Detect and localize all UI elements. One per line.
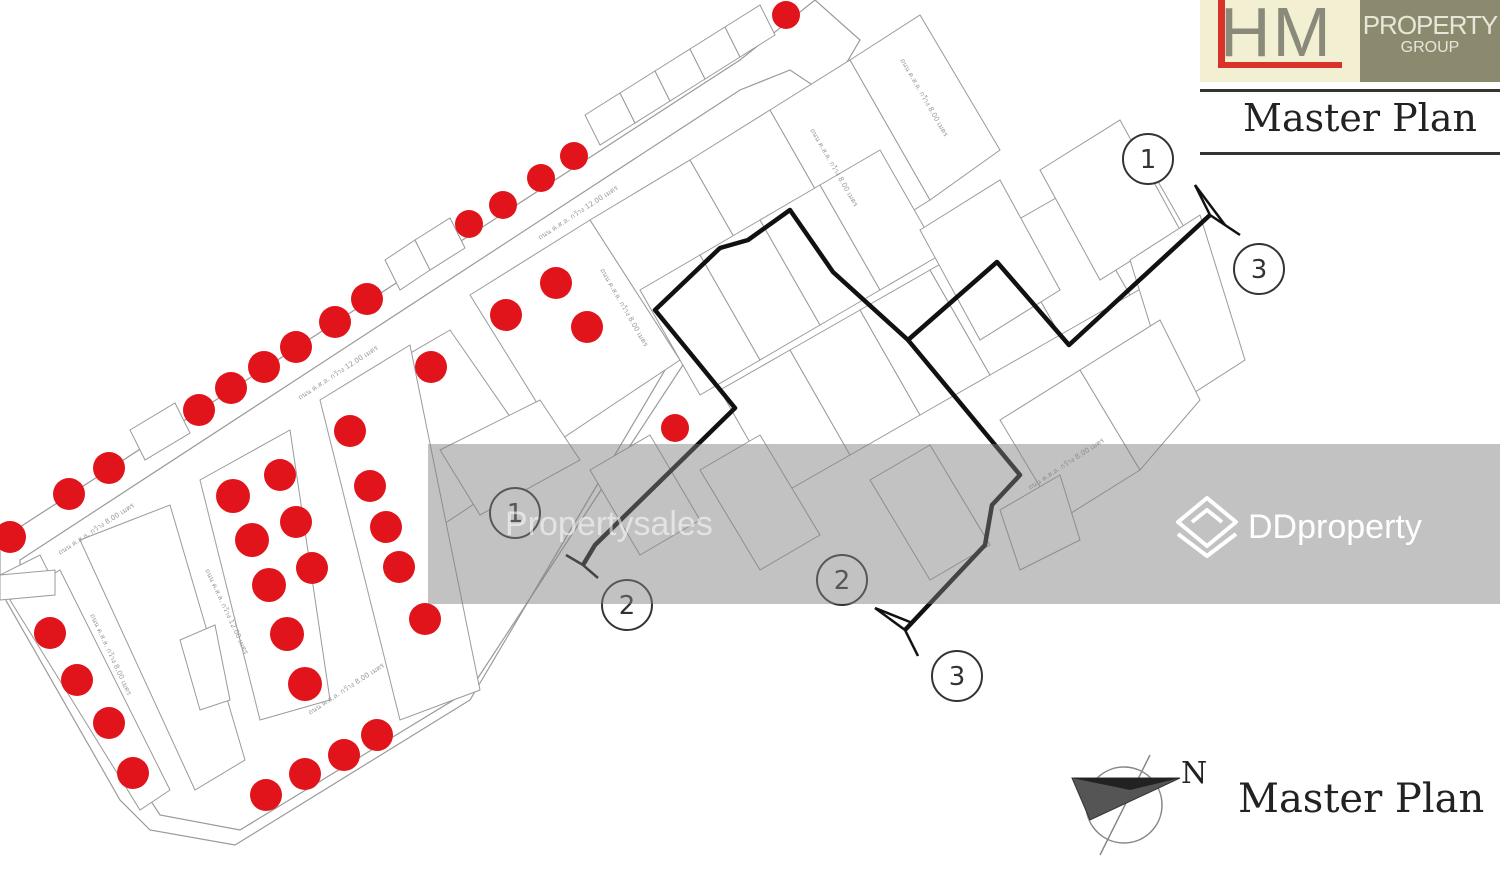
sold-dot <box>117 757 149 789</box>
sold-dot <box>34 617 66 649</box>
sold-dot <box>250 779 282 811</box>
watermark-band <box>428 444 1500 604</box>
arrow-head-icon <box>874 606 911 624</box>
watermark-left-text: Propertysales <box>505 505 713 543</box>
sold-dot <box>328 739 360 771</box>
sold-dot <box>280 506 312 538</box>
logo-group-text: GROUP <box>1400 39 1460 56</box>
sold-dot <box>215 372 247 404</box>
sold-dot <box>489 191 517 219</box>
sold-dot <box>361 719 393 751</box>
lhm-logo: HM PROPERTY GROUP <box>1200 0 1500 82</box>
sold-dot <box>383 551 415 583</box>
marker-1b-label: 1 <box>507 499 524 529</box>
sold-dot <box>183 394 215 426</box>
arrow-head-icon <box>1194 184 1226 226</box>
section-line-a <box>581 207 1212 567</box>
sold-dot <box>235 523 269 557</box>
header-title: Master Plan <box>1243 96 1477 140</box>
section-line-b <box>903 338 1023 632</box>
footer-title: Master Plan <box>1238 776 1485 822</box>
sold-dot <box>252 568 286 602</box>
sold-dot <box>571 311 603 343</box>
sold-dot <box>61 664 93 696</box>
sold-dot <box>415 351 447 383</box>
lot-row-north <box>0 4 776 606</box>
logo-hm-mark: HM <box>1200 0 1360 82</box>
north-label: N <box>1181 756 1208 791</box>
sold-dot <box>93 707 125 739</box>
header-rule-top <box>1200 89 1500 92</box>
plot-blocks-central <box>329 14 1246 581</box>
arrow-head-icon <box>1193 184 1241 237</box>
logo-hm-text: HM <box>1220 0 1333 71</box>
sold-dot <box>280 331 312 363</box>
sold-dot <box>455 210 483 238</box>
sold-dot <box>560 142 588 170</box>
section-markers: 1 3 1 2 2 3 <box>489 133 1285 702</box>
marker-2-label: 2 <box>619 591 636 621</box>
sold-dot <box>351 283 383 315</box>
sold-dot <box>527 164 555 192</box>
arrow-head-icon <box>565 553 599 579</box>
marker-3-label: 3 <box>1251 255 1268 285</box>
sold-dot <box>248 351 280 383</box>
sold-dot <box>370 511 402 543</box>
watermark-brand: DDproperty <box>1174 494 1422 560</box>
logo-property-group: PROPERTY GROUP <box>1360 0 1500 82</box>
sold-dot <box>264 459 296 491</box>
sold-dot <box>296 552 328 584</box>
north-compass-icon <box>1071 754 1181 856</box>
section-arrows <box>565 184 1241 657</box>
ddproperty-house-icon <box>1176 496 1238 558</box>
sold-dot <box>0 521 26 553</box>
marker-3b-label: 3 <box>949 662 966 692</box>
logo-property-text: PROPERTY <box>1362 10 1499 40</box>
sold-dot <box>490 299 522 331</box>
sold-dot <box>334 415 366 447</box>
sold-dot <box>93 452 125 484</box>
sold-dot <box>289 758 321 790</box>
sold-dot <box>270 617 304 651</box>
sold-dot <box>540 267 572 299</box>
marker-1-label: 1 <box>1140 145 1157 175</box>
sold-dot <box>319 306 351 338</box>
marker-2b-label: 2 <box>834 566 851 596</box>
header-rule-bottom <box>1200 152 1500 155</box>
watermark-brand-text: DDproperty <box>1248 507 1422 546</box>
sold-dot <box>772 1 800 29</box>
arrow-head-icon <box>874 606 920 657</box>
sold-dot <box>53 478 85 510</box>
sold-lot-markers <box>0 1 800 811</box>
sold-dot <box>216 479 250 513</box>
section-cut-lines <box>581 207 1212 632</box>
sold-dot <box>354 470 386 502</box>
sold-dot <box>288 667 322 701</box>
sold-dot <box>409 603 441 635</box>
sold-dot <box>661 414 689 442</box>
